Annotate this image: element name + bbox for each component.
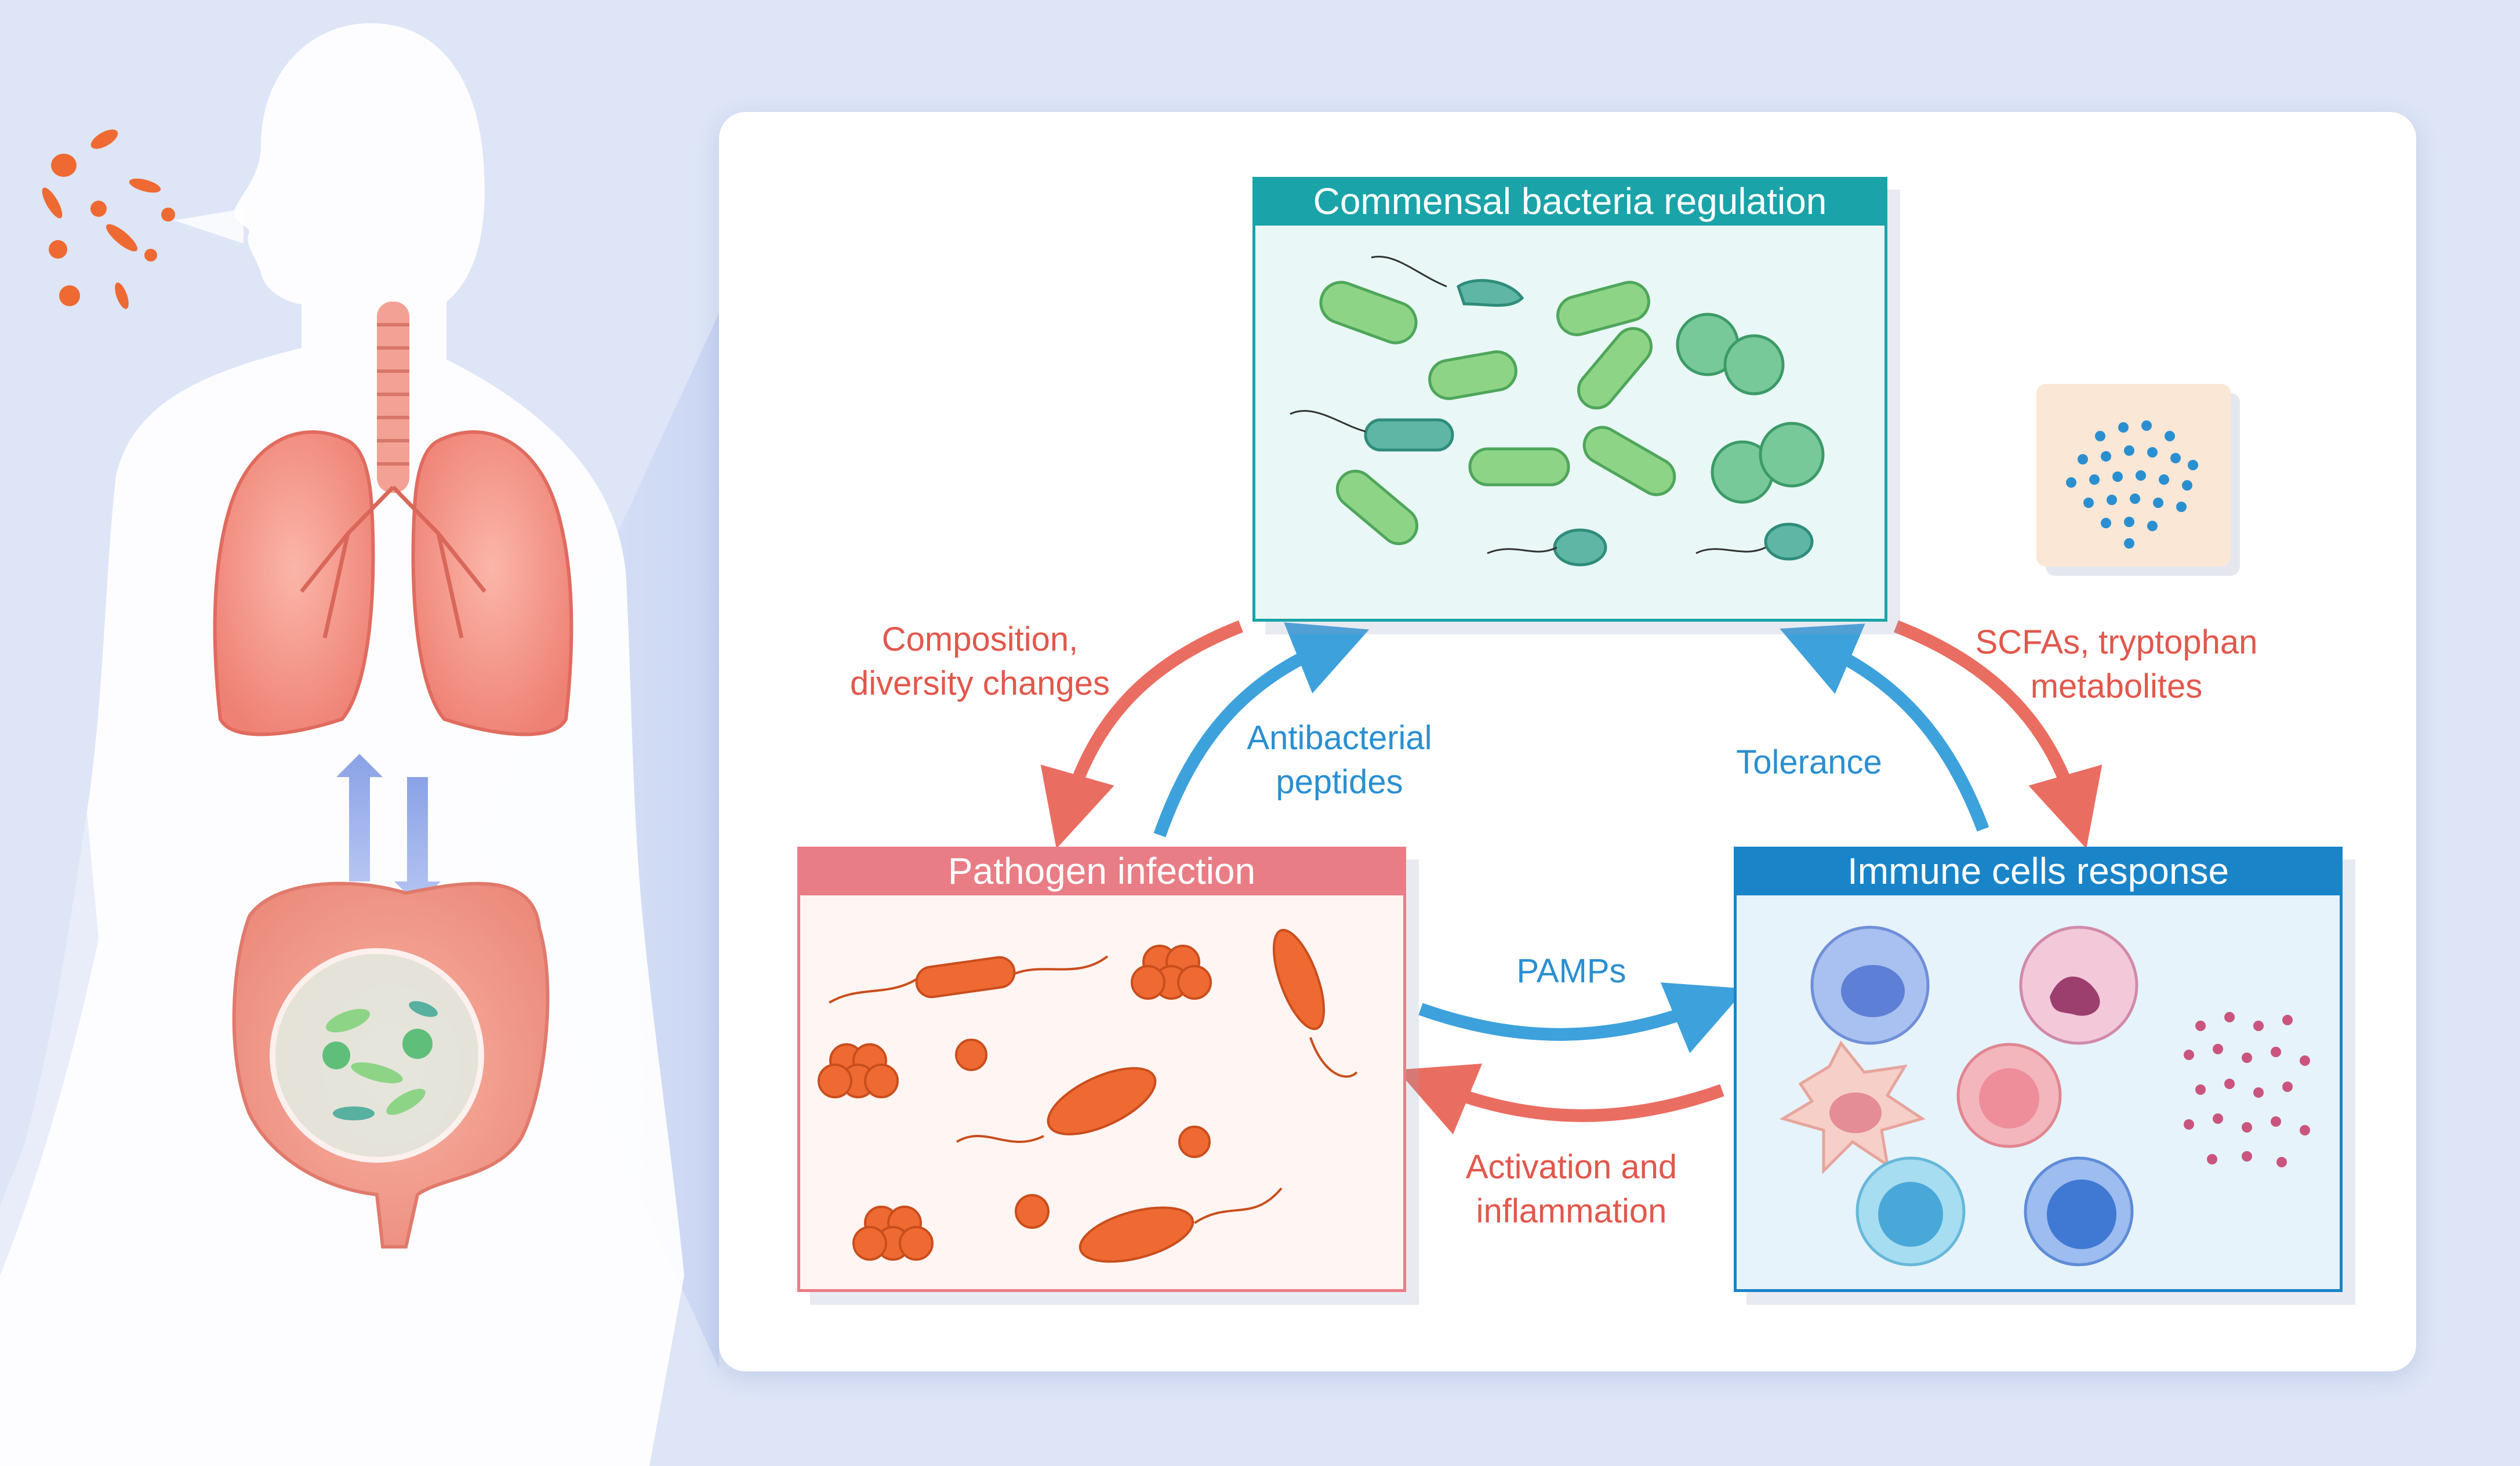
coccus-bacterium: [1759, 422, 1825, 488]
rod-pathogen: [915, 956, 1016, 999]
flagellated-bacterium: [1764, 522, 1814, 561]
gut-microbiota-zoom: [270, 948, 484, 1163]
vibrio-bacterium: [1457, 279, 1524, 307]
label-tolerance: Tolerance: [1736, 743, 1882, 781]
arrow-composition: [1040, 620, 1243, 849]
rod-bacterium: [1335, 470, 1419, 545]
label-pamps: PAMPs: [1516, 952, 1626, 990]
rod-bacterium: [1428, 350, 1517, 400]
coccus-pathogen: [1015, 1194, 1050, 1229]
pathogen-box-title: Pathogen infection: [797, 847, 1406, 895]
coccus-bacterium: [1723, 334, 1785, 395]
commensal-bacteria-box: Commensal bacteria regulation: [1252, 177, 1887, 622]
left-lung: [213, 430, 375, 736]
commensal-box-title: Commensal bacteria regulation: [1252, 177, 1887, 226]
flagellated-bacterium: [1553, 528, 1607, 567]
mast-cell: [1956, 1043, 2062, 1148]
gut-microbes: [322, 1001, 438, 1120]
label-composition-line2: diversity changes: [849, 665, 1110, 702]
cluster-pathogen: [818, 945, 1212, 1261]
metabolite-dots: [2066, 420, 2198, 549]
label-composition-line1: Composition,: [881, 620, 1079, 658]
label-scfas: SCFAs, tryptophan metabolites: [1937, 620, 2296, 709]
label-antibacterial-line1: Antibacterial: [1247, 719, 1432, 757]
arrow-activation: [1396, 1064, 1724, 1135]
arrow-scfas: [1894, 620, 2103, 849]
label-activation: Activation and inflammation: [1415, 1145, 1728, 1233]
cytokine-dots: [2184, 1012, 2310, 1167]
pathogen-infection-box: Pathogen infection: [797, 847, 1406, 1292]
arrow-pamps: [1418, 982, 1746, 1054]
label-composition: Composition, diversity changes: [812, 618, 1148, 706]
label-scfas-line1: SCFAs, tryptophan: [1975, 623, 2258, 661]
curved-pathogen: [1079, 1206, 1194, 1263]
rod-bacterium: [1319, 281, 1418, 344]
rod-bacterium: [1468, 447, 1570, 487]
label-antibacterial-line2: peptides: [1276, 763, 1403, 801]
right-lung: [411, 430, 573, 736]
rod-bacterium: [1556, 281, 1650, 336]
label-antibacterial: Antibacterial peptides: [1218, 716, 1461, 804]
coccus-pathogen: [1178, 1126, 1211, 1158]
rod-bacterium: [1364, 418, 1454, 452]
arrow-antibacterial: [1153, 622, 1370, 837]
immune-cells-illustration: [1779, 926, 2310, 1267]
macrophage-cell: [1810, 926, 1930, 1045]
airborne-microbes: [42, 129, 244, 309]
label-activation-line1: Activation and: [1465, 1148, 1677, 1186]
neutrophil-cell: [2019, 926, 2138, 1045]
lung-gut-axis-arrow: [336, 754, 441, 905]
metabolites-square: [2036, 384, 2231, 567]
t-cell: [1855, 1156, 1966, 1267]
commensal-bacteria-illustration: [1290, 256, 1825, 567]
rod-bacterium: [1577, 326, 1653, 410]
pathogen-bacteria-illustration: [818, 928, 1358, 1263]
curved-pathogen: [1047, 1067, 1157, 1135]
dendritic-cell: [1779, 1040, 1926, 1175]
arrow-tolerance: [1780, 623, 1989, 832]
label-scfas-line2: metabolites: [2030, 667, 2203, 705]
rod-bacterium: [1582, 426, 1676, 496]
label-activation-line2: inflammation: [1476, 1192, 1667, 1230]
vibrio-pathogen: [1272, 928, 1326, 1030]
immune-box-title: Immune cells response: [1734, 847, 2343, 895]
immune-cells-box: Immune cells response: [1734, 847, 2343, 1292]
b-cell: [2024, 1156, 2134, 1267]
arm-shadow: [0, 812, 99, 1276]
coccus-pathogen: [955, 1039, 987, 1071]
